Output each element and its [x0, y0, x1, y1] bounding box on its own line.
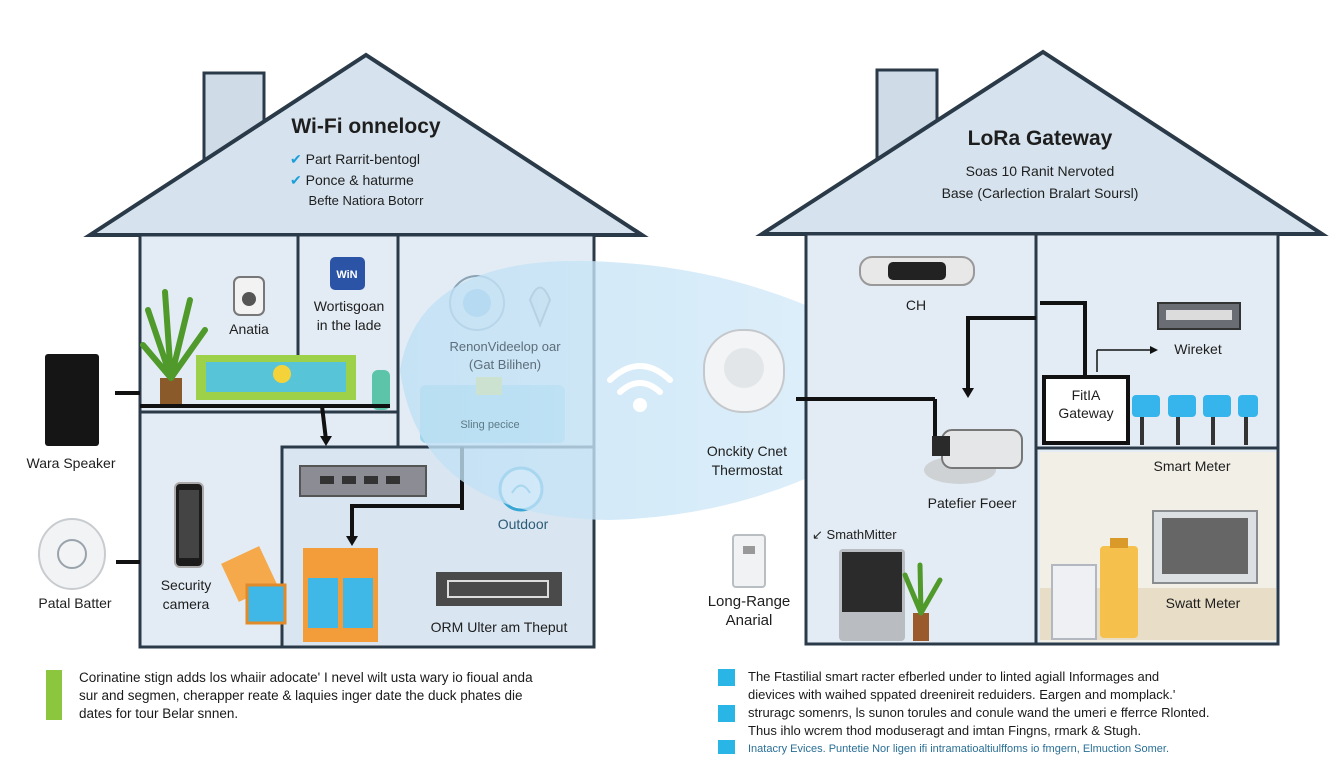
wiring-lines [115, 391, 462, 564]
room-label-security-1: Security [160, 577, 212, 593]
sofa-icon [196, 355, 390, 410]
router-icon [299, 465, 427, 497]
room-label-wireket: Wireket [1174, 341, 1222, 357]
room-label-patefier: Patefier Foeer [927, 495, 1017, 511]
room-label-smart-meter-top: Smart Meter [1153, 458, 1231, 474]
room-label-orm-filter: ORM Ulter am Theput [430, 619, 568, 635]
right-note-line: struragc somenrs, ls sunon torules and c… [748, 705, 1210, 720]
long-range-label-2: Anarial [725, 612, 773, 629]
chairs-icon [1132, 395, 1258, 445]
left-note-line: sur and segmen, cherapper reate & laquie… [79, 688, 523, 703]
sticky-notes-icon [221, 546, 287, 625]
left-checklist-item-1: ✔ Part Rarrit-bentogl [290, 151, 421, 167]
gateway-box [1042, 375, 1130, 445]
room-label-worksgoan-2: in the lade [316, 317, 382, 333]
right-note-line: Inatacry Evices. Puntetie Nor ligen ifi … [748, 743, 1170, 755]
check-icon: ✔ [290, 151, 302, 167]
left-house-subtitle: Befte Natiora Botorr [308, 193, 424, 208]
wireket-device-icon [1157, 302, 1241, 330]
projector-icon [924, 429, 1023, 484]
right-house [755, 49, 1329, 646]
right-note: The Ftastilial smart racter efberled und… [748, 668, 1210, 758]
left-note-bullet [46, 670, 62, 720]
gateway-label-2: Gateway [1058, 405, 1114, 421]
room-label-outdoor: Outdoor [497, 516, 549, 532]
left-house-title: Wi-Fi onnelocy [291, 115, 441, 138]
right-house-subtitle-2: Base (Carlection Bralart Soursl) [941, 185, 1139, 201]
app-badge-text: WiN [336, 269, 357, 281]
plant-icon-right [902, 562, 943, 641]
speaker-label: Wara Speaker [26, 455, 116, 471]
room-label-smart-meter-bottom: Swatt Meter [1165, 595, 1241, 611]
room-label-video-1: RenonVideelop oar [449, 339, 561, 354]
thermostat-device-icon [233, 276, 265, 316]
gateway-label-1: FitIA [1071, 387, 1101, 403]
phone-icon [174, 482, 204, 568]
room-label-analia: Anatia [229, 321, 269, 337]
left-note: Corinatine stign adds los whaiir adocate… [79, 669, 533, 723]
ch-device-icon [859, 256, 975, 286]
room-label-ch: CH [905, 297, 927, 313]
right-house-subtitle-1: Soas 10 Ranit Nervoted [965, 163, 1115, 179]
room-label-video-2: (Gat Bilihen) [468, 357, 542, 372]
speaker-icon [45, 354, 99, 446]
left-note-line: dates for tour Belar snnen. [79, 706, 239, 721]
network-switch-icon [436, 572, 562, 606]
right-note-bullets [718, 669, 735, 754]
right-house-title: LoRa Gateway [967, 127, 1113, 150]
smart-panel-icon [839, 549, 905, 641]
wifi-icon [607, 363, 673, 412]
tv-icon [1152, 510, 1258, 584]
right-note-line: The Ftastilial smart racter efberled und… [748, 669, 1160, 684]
long-range-sensor-icon [732, 534, 766, 588]
thermostat-label-2: Thermostat [711, 462, 783, 478]
cabinet-icon [303, 548, 378, 642]
left-note-line: Corinatine stign adds los whaiir adocate… [79, 670, 533, 685]
sling-panel-label: Sling pecice [460, 419, 520, 431]
gateway-wiring [796, 301, 1087, 440]
thermostat-label-1: Onckity Cnet [706, 443, 788, 459]
room-label-smartmitter: ↙ SmathMitter [812, 527, 897, 542]
right-note-line: Thus ihlo wcrem thod moduseragt and imta… [748, 723, 1142, 738]
check-icon: ✔ [290, 172, 302, 188]
meter-cabinet-icon [1051, 538, 1138, 640]
battery-label: Patal Batter [38, 595, 112, 611]
arrow-icon: ↙ [812, 527, 823, 542]
battery-puck-icon [38, 518, 106, 590]
long-range-label-1: Long-Range [707, 593, 791, 610]
app-badge-icon: WiN [330, 257, 365, 290]
right-note-line: dievices with waihed sppated dreenireit … [748, 687, 1176, 702]
left-checklist-item-2: ✔ Ponce & haturme [290, 172, 414, 188]
thermostat-puck-icon [703, 329, 785, 413]
room-label-worksgoan-1: Wortisgoan [313, 298, 385, 314]
plant-icon [140, 289, 208, 408]
room-label-security-2: camera [162, 596, 210, 612]
